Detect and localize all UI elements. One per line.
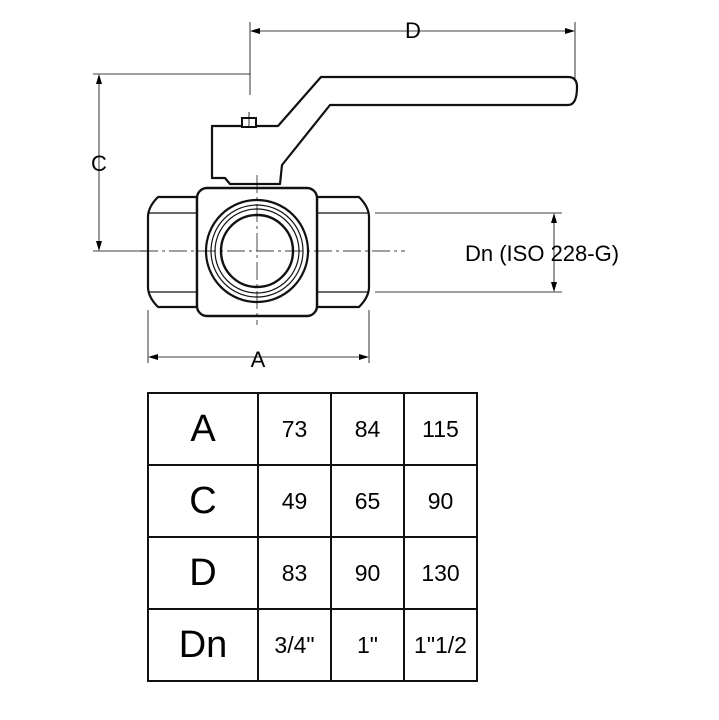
valve-handle — [210, 75, 579, 186]
dimension-label-c: C — [91, 151, 107, 176]
dimension-label-d: D — [405, 18, 421, 43]
row-label: C — [147, 464, 259, 538]
table-cell: 84 — [330, 392, 405, 466]
right-connector — [315, 195, 371, 309]
dimension-c — [93, 73, 250, 252]
table-cell: 65 — [330, 464, 405, 538]
dimension-label-a: A — [251, 347, 266, 372]
table-cell: 73 — [257, 392, 332, 466]
table-cell: 83 — [257, 536, 332, 610]
table-cell: 90 — [403, 464, 478, 538]
dimension-dn — [375, 212, 562, 293]
table-row-d: D 83 90 130 — [147, 536, 478, 610]
table-cell: 49 — [257, 464, 332, 538]
table-cell: 90 — [330, 536, 405, 610]
valve-drawing: D C — [91, 18, 619, 372]
table-row-dn: Dn 3/4" 1" 1"1/2 — [147, 608, 478, 682]
row-label: A — [147, 392, 259, 466]
dimension-label-dn: Dn (ISO 228-G) — [465, 241, 619, 266]
row-label: Dn — [147, 608, 259, 682]
table-cell: 1"1/2 — [403, 608, 478, 682]
table-cell: 3/4" — [257, 608, 332, 682]
centre-lines — [140, 175, 405, 325]
dimension-d — [249, 22, 576, 95]
row-label: D — [147, 536, 259, 610]
table-row-c: C 49 65 90 — [147, 464, 478, 538]
left-connector — [146, 195, 199, 309]
table-cell: 130 — [403, 536, 478, 610]
table-row-a: A 73 84 115 — [147, 392, 478, 466]
dimension-a — [147, 310, 370, 363]
table-cell: 1" — [330, 608, 405, 682]
dimension-table: A 73 84 115 C 49 65 90 D 83 90 130 Dn 3/… — [147, 392, 478, 682]
table-cell: 115 — [403, 392, 478, 466]
